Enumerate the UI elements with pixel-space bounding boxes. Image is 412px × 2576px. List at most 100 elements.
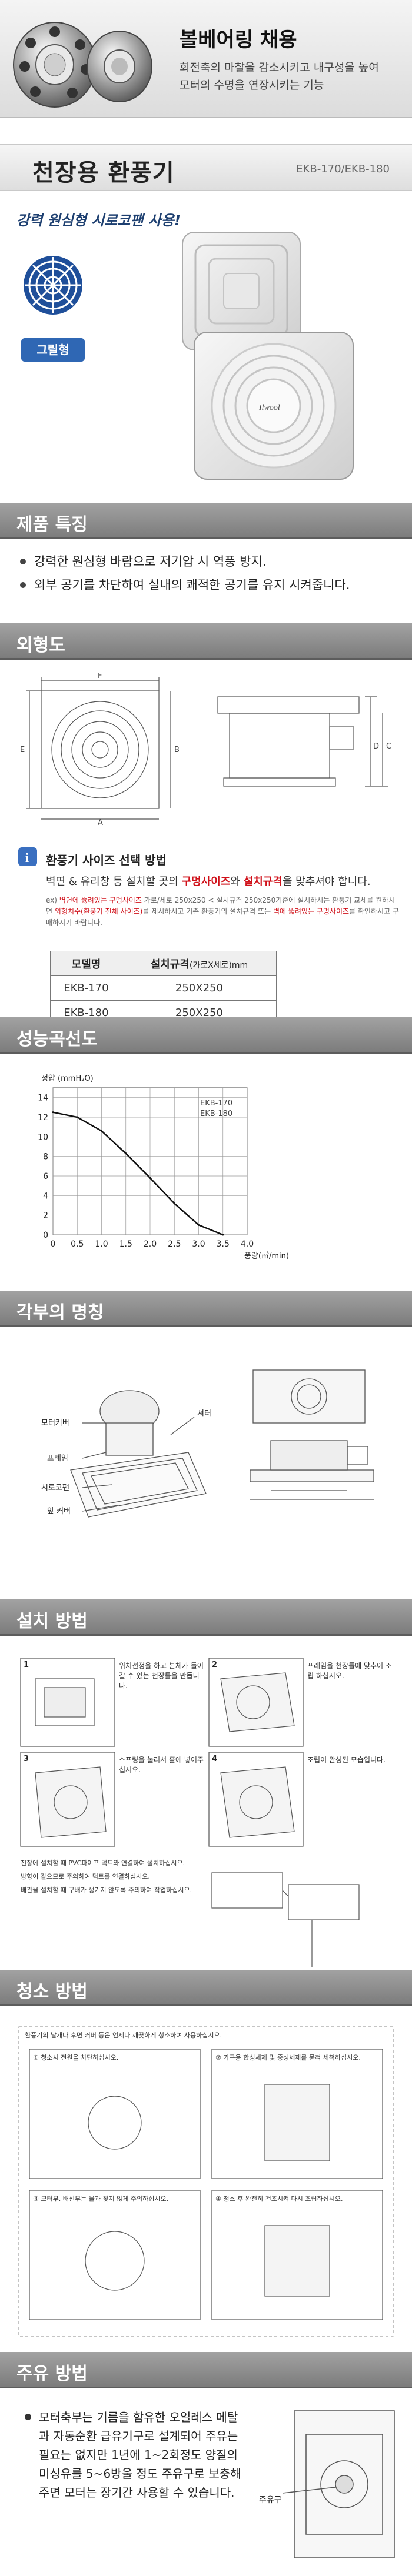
section-label-part-names: 각부의 명칭 [16,1302,104,1323]
grill-type-badge: 그릴형 [21,338,85,362]
size-table-header-spec: 설치규격(가로X세로)mm [121,951,277,976]
cleaning-step-text: 가구용 합성세제 및 중성세제를 묻혀 세척하십시오. [223,2054,361,2062]
chart-x-tick-label: 0 [51,1239,56,1249]
svg-text:Ilwool: Ilwool [258,403,280,412]
feature-list: 강력한 원심형 바람으로 저기압 시 역풍 방지. 외부 공기를 차단하여 실내… [18,550,394,597]
dimension-drawing: F E A B C D [20,673,391,826]
part-label-motor-cover: 모터커버 [41,1419,69,1428]
product-title: 천장용 환풍기 [32,159,175,186]
note-text: 가로/세로 250x250 < 설치규격 250x250기준에 설치하시는 환풍… [46,896,396,916]
chart-data-point [149,1177,151,1179]
note-text: 를 제시하시고 기존 환풍기의 설치규격 또는 [142,907,273,916]
note-text: ex) [46,896,59,904]
section-header-dimensions: 외형도 [0,623,412,660]
note-highlight: 벽면에 뚫려있는 구멍사이즈 [59,896,142,904]
cleaning-step-num: ③ [33,2195,39,2203]
size-info-highlight: 구멍사이즈 [181,876,231,888]
note-highlight: 벽에 뚫려있는 구멍사이즈 [273,907,350,916]
size-info-text: 을 맞추셔야 합니다. [282,876,371,888]
section-header-features: 제품 특징 [0,503,412,539]
section-label-features: 제품 특징 [16,514,88,535]
cleaning-step: ③ 모터부, 배선부는 물과 젖지 않게 주의하십시오. [33,2194,198,2203]
cleaning-steps-diagram: 환풍기의 날개나 후면 커버 등은 언제나 깨끗하게 청소하여 사용하십시오. … [18,2026,394,2337]
chart-x-tick-label: 2.5 [168,1239,181,1249]
chart-legend-1: EKB-170 [200,1099,232,1108]
install-step-text: 프레임을 천장틀에 맞추어 조립 하십시오. [307,1662,392,1680]
bearing-banner: 볼베어링 채용 회전축의 마찰을 감소시키고 내구성을 높여 모터의 수명을 연… [0,0,412,118]
chart-y-tick-label: 10 [38,1132,48,1142]
chart-data-point [173,1202,175,1205]
size-table-header-row: 모델명 설치규격(가로X세로)mm [50,951,277,976]
install-step-num: 3 [24,1755,29,1763]
install-notes: 천장에 설치할 때 PVC파이프 덕트와 연결하여 설치하십시오. 방향이 같으… [21,1858,197,1895]
table-cell-model: EKB-170 [50,975,122,1001]
chart-y-label: 정압 (mmH₂O) [41,1074,94,1083]
bearing-description: 회전축의 마찰을 감소시키고 내구성을 높여 모터의 수명을 연장시키는 기능 [180,59,379,94]
product-model: EKB-170/EKB-180 [296,163,390,175]
dim-letter-e: E [20,746,25,754]
section-header-oiling: 주유 방법 [0,2352,412,2388]
section-label-dimensions: 외형도 [16,635,65,656]
cleaning-step-text: 청소 후 완전히 건조시켜 다시 조립하십시오. [223,2195,343,2203]
size-table-header-model: 모델명 [50,951,122,976]
product-tagline: 강력 원심형 시로코팬 사용! [16,212,181,229]
chart-x-label: 풍량(㎥/min) [244,1252,289,1261]
section-header-performance: 성능곡선도 [0,1017,412,1054]
chart-x-tick-label: 2.0 [144,1239,157,1249]
section-header-cleaning: 청소 방법 [0,1970,412,2006]
section-label-install: 설치 방법 [16,1611,88,1632]
header-spec-unit: (가로X세로)mm [189,960,248,970]
install-step-text: 스프링을 눌러서 홀에 넣어주십시오. [119,1756,204,1774]
cleaning-step: ④ 청소 후 완전히 건조시켜 다시 조립하십시오. [215,2194,380,2203]
ceiling-fan-photo: Ilwool [182,232,354,480]
dim-letter-b: B [174,746,180,754]
product-header: 천장용 환풍기 EKB-170/EKB-180 [0,144,412,191]
chart-y-tick-label: 12 [38,1113,48,1122]
chart-x-tick-label: 3.5 [217,1239,230,1249]
oil-port-label: 주유구 [259,2495,282,2505]
install-note: 천장에 설치할 때 PVC파이프 덕트와 연결하여 설치하십시오. [21,1859,185,1867]
size-info-body: 벽면 & 유리창 등 설치할 곳의 구멍사이즈와 설치규격을 맞추셔야 합니다. [46,873,399,888]
oiling-text: 모터축부는 기름을 함유한 오일레스 메탈과 자동순환 급유기구로 설계되어 주… [24,2408,247,2502]
grill-icon [24,256,82,315]
chart-data-point [198,1224,200,1226]
chart-data-point [222,1234,224,1236]
note-highlight: 외형치수(환풍기 전체 사이즈) [54,907,143,916]
dim-letter-a: A [98,818,103,826]
dim-letter-c: C [386,742,391,751]
cleaning-note: 환풍기의 날개나 후면 커버 등은 언제나 깨끗하게 청소하여 사용하십시오. [25,2032,222,2039]
chart-data-point [101,1130,102,1132]
section-label-performance: 성능곡선도 [16,1029,98,1050]
section-header-part-names: 각부의 명칭 [0,1291,412,1327]
size-info-text: 와 [230,876,244,888]
cleaning-step: ② 가구용 합성세제 및 중성세제를 묻혀 세척하십시오. [215,2053,380,2062]
install-note: 배관을 설치할 때 구배가 생기지 않도록 주의하여 작업하십시오. [21,1886,192,1894]
info-icon: i [18,847,37,866]
cleaning-step-num: ④ [215,2195,221,2203]
part-label-sirocco: 시로코팬 [41,1484,69,1492]
dim-letter-f: F [98,673,102,680]
chart-y-tick-label: 14 [38,1094,48,1103]
install-step-text: 위치선정을 하고 본체가 들어갈 수 있는 천장틀을 만듭니다. [119,1662,204,1690]
chart-y-tick-label: 2 [43,1211,48,1221]
bearing-desc-line2: 모터의 수명을 연장시키는 기능 [180,79,324,92]
chart-y-tick-label: 8 [43,1152,48,1162]
chart-x-tick-label: 4.0 [241,1239,254,1249]
part-label-front-cover: 앞 커버 [47,1507,71,1516]
chart-x-tick-label: 1.0 [95,1239,108,1249]
cleaning-step-num: ① [33,2054,39,2062]
table-cell-spec: 250X250 [121,975,277,1001]
size-info-text: 벽면 & 유리창 등 설치할 곳의 [46,876,182,888]
chart-y-tick-label: 4 [43,1191,48,1201]
install-steps-diagram: 1 2 3 4 위치선정을 하고 본체가 들어갈 수 있는 천장틀을 만듭니다.… [20,1658,392,1967]
size-info-title: 환풍기 사이즈 선택 방법 [46,853,167,867]
install-step-num: 2 [212,1660,217,1669]
part-names-diagram: 모터커버 프레임 시로코팬 앞 커버 셔터 [41,1369,374,1518]
table-row: EKB-170 250X250 [50,975,277,1001]
chart-x-tick-label: 3.0 [192,1239,205,1249]
feature-item: 외부 공기를 차단하여 실내의 쾌적한 공기를 유지 시켜줍니다. [18,573,394,597]
chart-x-tick-label: 1.5 [119,1239,132,1249]
cleaning-step-text: 청소시 전원을 차단하십시오. [41,2054,119,2062]
